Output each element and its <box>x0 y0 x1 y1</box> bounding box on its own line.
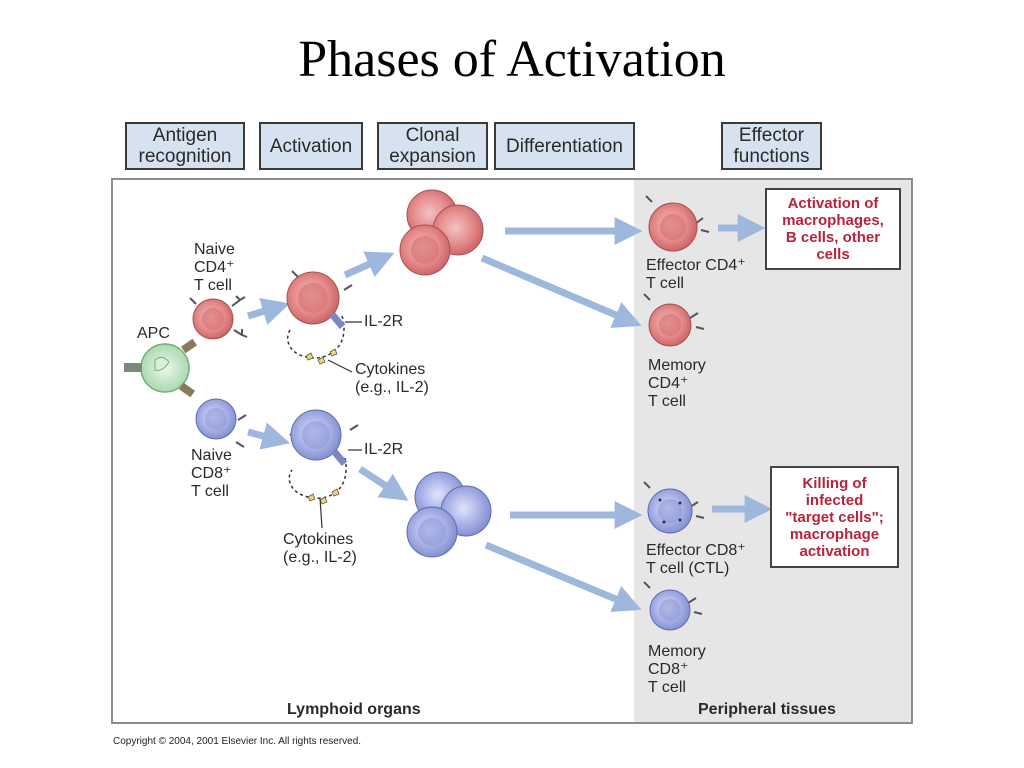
expanded-cd4-cells <box>399 189 484 276</box>
apc-cell <box>124 338 198 398</box>
cytokine-molecules <box>305 348 340 505</box>
tcr-receptors <box>189 195 710 615</box>
il2r-receptor-top <box>329 312 346 330</box>
label-effector-cd4: Effector CD4⁺ T cell <box>646 257 746 292</box>
label-cytokines-bottom: Cytokines (e.g., IL-2) <box>283 531 357 566</box>
label-il2r-top: IL-2R <box>364 313 404 330</box>
page-title: Phases of Activation <box>298 31 726 88</box>
cytokine-loop-top <box>287 315 345 359</box>
memory-cd4-cell <box>648 303 692 347</box>
flow-arrows <box>246 214 773 612</box>
label-effector-cd8: Effector CD8⁺ T cell (CTL) <box>646 542 746 577</box>
phase-clonal-expansion: Clonal expansion <box>377 122 488 170</box>
activated-cd8-cell <box>290 409 342 461</box>
arrow-naive-cd8-to-activated <box>247 422 291 450</box>
cd4-cells <box>192 189 698 347</box>
peripheral-tissues-region <box>634 180 911 722</box>
expanded-cd8-cells <box>406 471 492 558</box>
il2r-receptor-bottom <box>331 449 348 467</box>
label-cytokines-top: Cytokines (e.g., IL-2) <box>355 361 429 396</box>
cd8-cells <box>195 398 693 631</box>
region-label-peripheral: Peripheral tissues <box>698 701 836 718</box>
arrow-cd8-to-expansion <box>358 466 409 501</box>
arrow-cd8-to-memory <box>484 541 642 612</box>
phase-effector-functions: Effector functions <box>721 122 822 170</box>
activated-cd4-cell <box>286 271 340 325</box>
copyright-notice: Copyright © 2004, 2001 Elsevier Inc. All… <box>113 736 362 747</box>
function-box-cd4: Activation of macrophages, B cells, othe… <box>765 188 901 270</box>
effector-cd8-cell <box>647 488 693 534</box>
arrow-cd4-to-memory <box>480 254 642 328</box>
phase-differentiation: Differentiation <box>494 122 635 170</box>
arrow-cd4-to-expansion <box>343 251 395 279</box>
label-il2r-bottom: IL-2R <box>364 441 404 458</box>
phase-activation: Activation <box>259 122 363 170</box>
effector-cd4-cell <box>648 202 698 252</box>
label-memory-cd8: Memory CD8⁺ T cell <box>648 643 706 696</box>
memory-cd8-cell <box>649 589 691 631</box>
label-naive-cd8: Naive CD8⁺ T cell <box>191 447 232 500</box>
phase-antigen-recognition: Antigen recognition <box>125 122 245 170</box>
arrow-naive-cd4-to-activated <box>246 298 291 325</box>
naive-cd8-cell <box>195 398 237 440</box>
region-label-lymphoid: Lymphoid organs <box>287 701 421 718</box>
label-memory-cd4: Memory CD4⁺ T cell <box>648 357 706 410</box>
function-box-cd8: Killing of infected "target cells"; macr… <box>770 466 899 568</box>
cytokine-loop-bottom <box>288 457 347 500</box>
label-apc: APC <box>137 325 170 342</box>
naive-cd4-cell <box>192 298 234 340</box>
label-naive-cd4: Naive CD4⁺ T cell <box>194 241 235 294</box>
